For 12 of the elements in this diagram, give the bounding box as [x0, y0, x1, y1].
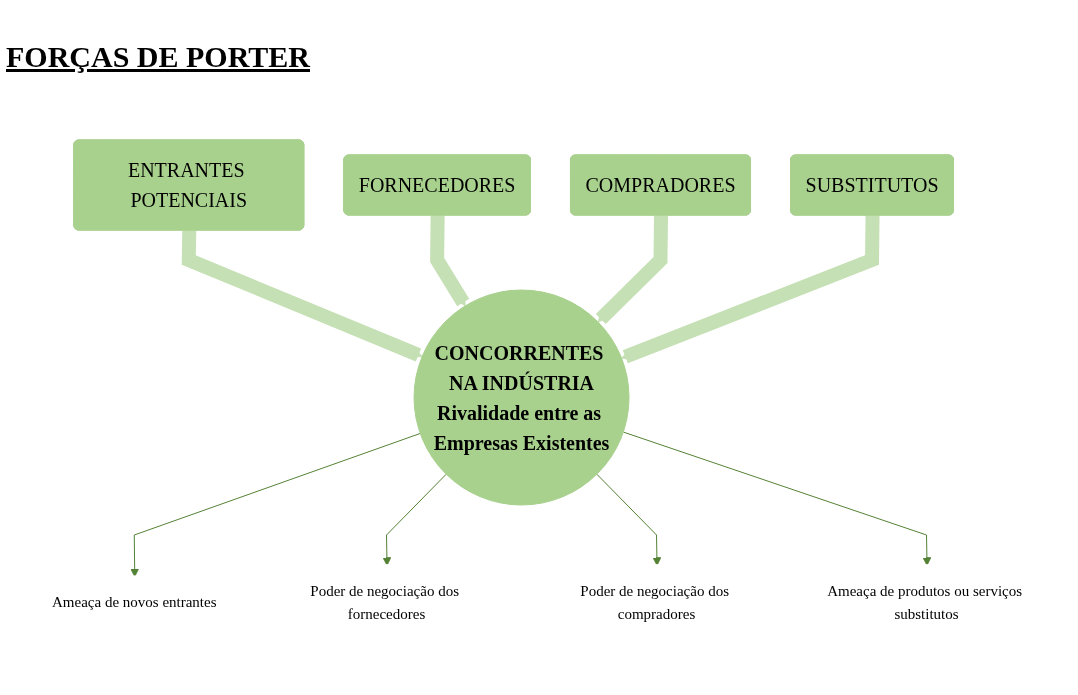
arrow [429, 215, 469, 307]
node-text: Ameaça de novos entrantes [51, 594, 217, 611]
arrow [382, 473, 447, 566]
arrow [595, 215, 668, 325]
arrow [130, 432, 421, 578]
arrow [622, 431, 932, 566]
node-text: Poder de negociação dos compradores [580, 583, 729, 622]
node-text: Poder de negociação dos fornecedores [310, 583, 459, 622]
node-text: Ameaça de produtos ou serviços substitutos [826, 583, 1022, 622]
node-circle: CONCORRENTES NA INDÚSTRIA Rivalidade entre as Empresas Existentes [413, 289, 630, 506]
diagram-title: FORÇAS DE PORTER [6, 40, 310, 74]
arrow [596, 473, 662, 566]
